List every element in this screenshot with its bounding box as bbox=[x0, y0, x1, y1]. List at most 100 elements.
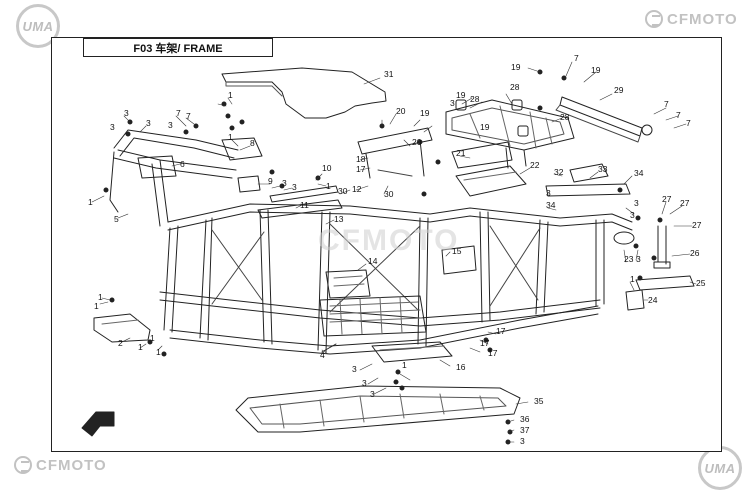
callout-label: 35 bbox=[534, 396, 544, 406]
callout-label: 17 bbox=[356, 164, 366, 174]
part-32-crossbar bbox=[545, 183, 631, 197]
callout-label: 7 bbox=[574, 53, 579, 63]
callout-label: 24 bbox=[648, 295, 658, 305]
part-6-bracket bbox=[137, 155, 177, 179]
callout-label: 3 bbox=[634, 198, 639, 208]
part-22-plate bbox=[455, 165, 527, 197]
part-24-bracket bbox=[625, 289, 645, 311]
callout-label: 16 bbox=[456, 362, 466, 372]
part-15-plate bbox=[441, 245, 477, 275]
callout-label: 31 bbox=[384, 69, 394, 79]
callout-label: 3 bbox=[110, 122, 115, 132]
part-34-brace bbox=[569, 163, 609, 183]
part-16-skid bbox=[371, 341, 453, 363]
uma-logo-top-left: UMA bbox=[16, 4, 60, 48]
callout-label: 3 bbox=[450, 98, 455, 108]
callout-label: 26 bbox=[690, 248, 700, 258]
part-9-tab bbox=[237, 175, 261, 193]
callout-label: 28 bbox=[510, 82, 520, 92]
floor-grating bbox=[319, 295, 427, 337]
callout-label: 11 bbox=[300, 200, 309, 210]
callout-label: 21 bbox=[456, 148, 466, 158]
cfmoto-mark-icon bbox=[645, 10, 663, 28]
callout-label: 19 bbox=[511, 62, 521, 72]
callout-label: 3 bbox=[292, 182, 297, 192]
callout-label: 19 bbox=[456, 90, 466, 100]
callout-label: 19 bbox=[591, 65, 601, 75]
callout-label: 17 bbox=[480, 338, 490, 348]
callout-label: 1 bbox=[88, 197, 93, 207]
callout-label: 34 bbox=[546, 200, 556, 210]
part-31-cover-plate bbox=[221, 67, 387, 119]
callout-label: 3 bbox=[124, 108, 129, 118]
uma-badge: UMA bbox=[16, 4, 60, 48]
callout-label: 19 bbox=[420, 108, 430, 118]
callout-label: 18 bbox=[356, 154, 366, 164]
callout-label: 7 bbox=[686, 118, 691, 128]
callout-label: 15 bbox=[452, 246, 462, 256]
part-2-bracket bbox=[93, 313, 151, 343]
callout-label: 1 bbox=[94, 301, 99, 311]
fwd-arrow-icon bbox=[81, 411, 115, 437]
main-frame-lower-rail bbox=[159, 291, 601, 319]
rear-rack bbox=[445, 99, 575, 151]
part-18-bracket bbox=[357, 127, 433, 155]
callout-label: 30 bbox=[338, 186, 348, 196]
part-35-skid-plate bbox=[235, 385, 521, 433]
callout-label: 1 bbox=[402, 360, 407, 370]
callout-label: 12 bbox=[352, 184, 362, 194]
callout-label: 28 bbox=[470, 94, 480, 104]
cfmoto-mark-icon bbox=[14, 456, 32, 474]
callout-label: 1 bbox=[326, 181, 331, 191]
callout-label: 22 bbox=[530, 160, 540, 170]
part-8-bracket bbox=[221, 137, 263, 161]
part-26-bolt bbox=[657, 225, 667, 265]
callout-label: 1 bbox=[138, 342, 143, 352]
part-5-front-bumper bbox=[113, 129, 239, 151]
part-10-bar bbox=[269, 185, 339, 203]
callout-label: 33 bbox=[598, 164, 608, 174]
cfmoto-logo-bottom-left: CFMOTO bbox=[14, 456, 107, 474]
page-title: F03 车架/ FRAME bbox=[83, 38, 273, 57]
callout-label: 2 bbox=[118, 338, 123, 348]
callout-label: 3 bbox=[370, 389, 375, 399]
callout-label: 14 bbox=[368, 256, 378, 266]
part-23-mount bbox=[613, 231, 635, 245]
callout-label: 3 bbox=[352, 364, 357, 374]
callout-label: 7 bbox=[676, 110, 681, 120]
callout-label: 36 bbox=[520, 414, 530, 424]
callout-label: 7 bbox=[664, 99, 669, 109]
front-upright bbox=[151, 159, 169, 227]
callout-label: 3 bbox=[520, 436, 525, 446]
callout-label: 4 bbox=[320, 350, 325, 360]
callout-label: 1 bbox=[228, 90, 233, 100]
callout-label: 3 bbox=[362, 378, 367, 388]
callout-label: 3 bbox=[636, 254, 641, 264]
callout-label: 1 bbox=[228, 132, 233, 142]
callout-label: 7 bbox=[186, 111, 191, 121]
callout-label: 23 bbox=[624, 254, 634, 264]
part-11-bar bbox=[257, 199, 343, 219]
callout-label: 10 bbox=[322, 163, 332, 173]
callout-label: 32 bbox=[554, 167, 564, 177]
callout-label: 20 bbox=[412, 137, 422, 147]
part-25-plate bbox=[635, 275, 695, 291]
callout-label: 27 bbox=[680, 198, 690, 208]
callout-label: 3 bbox=[546, 188, 551, 198]
watermark: CFMOTO bbox=[318, 224, 459, 257]
callout-label: 29 bbox=[614, 85, 624, 95]
callout-label: 3 bbox=[630, 210, 635, 220]
callout-label: 19 bbox=[480, 122, 490, 132]
callout-label: 34 bbox=[634, 168, 644, 178]
callout-label: 3 bbox=[146, 118, 151, 128]
callout-label: 17 bbox=[488, 348, 498, 358]
callout-label: 6 bbox=[180, 159, 185, 169]
callout-label: 8 bbox=[250, 138, 255, 148]
callout-label: 20 bbox=[396, 106, 406, 116]
callout-label: 13 bbox=[334, 214, 344, 224]
callout-label: 17 bbox=[496, 326, 506, 336]
main-frame-bottom-rail bbox=[169, 305, 599, 347]
callout-label: 28 bbox=[560, 112, 570, 122]
